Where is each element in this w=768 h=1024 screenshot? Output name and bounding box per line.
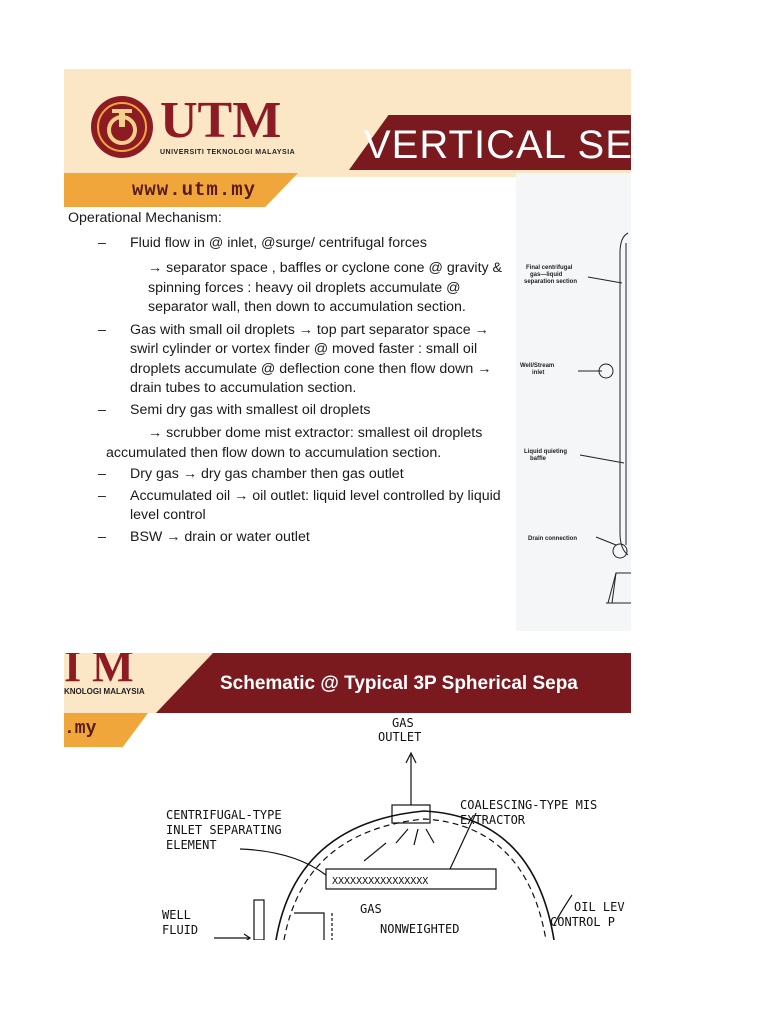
title-banner (156, 653, 631, 713)
list-item: –Fluid flow in @ inlet, @surge/ centrifu… (98, 234, 427, 251)
diagram-label: separation section (524, 279, 577, 285)
slide-spherical-separator: I M KNOLOGI MALAYSIA Schematic @ Typical… (64, 653, 631, 940)
label-mesh: XXXXXXXXXXXXXXXX (332, 876, 428, 887)
site-url-partial: .my (64, 719, 97, 739)
list-continuation: accumulated then flow down to accumulati… (106, 444, 442, 461)
label-centrifugal: ELEMENT (166, 838, 217, 852)
brand-name-partial: I M (64, 653, 134, 691)
slide-title: VERTICAL SEP (364, 123, 631, 167)
brand-subtitle: UNIVERSITI TEKNOLOGI MALAYSIA (160, 149, 296, 156)
title-banner (349, 115, 631, 170)
label-nonweighted: NONWEIGHTED (380, 922, 459, 936)
diagram-label: Drain connection (528, 536, 577, 542)
label-gas: GAS (360, 902, 382, 916)
slide-vertical-separator: UTM UNIVERSITI TEKNOLOGI MALAYSIA VERTIC… (64, 69, 631, 631)
brand-subtitle-partial: KNOLOGI MALAYSIA (64, 687, 145, 696)
slide-title: Schematic @ Typical 3P Spherical Sepa (220, 673, 578, 694)
diagram-label: Final centrifugal (526, 265, 573, 271)
diagram-label: Liquid quieting (524, 449, 567, 455)
label-coalescing: COALESCING-TYPE MIS (460, 798, 597, 812)
section-heading: Operational Mechanism: (68, 210, 222, 226)
operational-mechanism-text: Operational Mechanism: –Fluid flow in @ … (68, 209, 508, 547)
list-item: –Accumulated oil → oil outlet: liquid le… (98, 487, 501, 524)
list-item: –Gas with small oil droplets → top part … (98, 321, 492, 397)
diagram-label: gas—liquid (530, 272, 563, 278)
diagram-label: baffle (530, 456, 547, 462)
label-well-fluid: FLUID (162, 923, 198, 937)
list-subitem: → separator space , baffles or cyclone c… (148, 260, 503, 315)
list-item: –Semi dry gas with smallest oil droplets (98, 401, 371, 418)
label-oil-level: OIL LEV (574, 900, 625, 914)
label-centrifugal: INLET SEPARATING (166, 823, 282, 837)
vertical-separator-diagram: Final centrifugal gas—liquid separation … (516, 173, 631, 631)
list-subitem: → scrubber dome mist extractor: smallest… (148, 425, 483, 441)
site-url: www.utm.my (132, 179, 257, 201)
label-gas-outlet: OUTLET (378, 730, 421, 744)
diagram-label: inlet (532, 370, 544, 376)
label-well-fluid: WELL (162, 908, 191, 922)
brand-name: UTM (160, 92, 282, 149)
label-gas-outlet: GAS (392, 716, 414, 730)
url-banner (64, 173, 298, 207)
diagram-label: Well/Stream (520, 363, 554, 369)
spherical-separator-schematic: GAS OUTLET CENTRIFUGAL-TYPE INLET SEPARA… (162, 716, 625, 940)
list-item: –BSW → drain or water outlet (98, 528, 310, 545)
label-coalescing: EXTRACTOR (460, 813, 526, 827)
list-item: –Dry gas → dry gas chamber then gas outl… (98, 466, 404, 482)
utm-crest-icon (90, 95, 154, 164)
label-centrifugal: CENTRIFUGAL-TYPE (166, 808, 282, 822)
label-oil-level: CONTROL P (550, 915, 615, 929)
